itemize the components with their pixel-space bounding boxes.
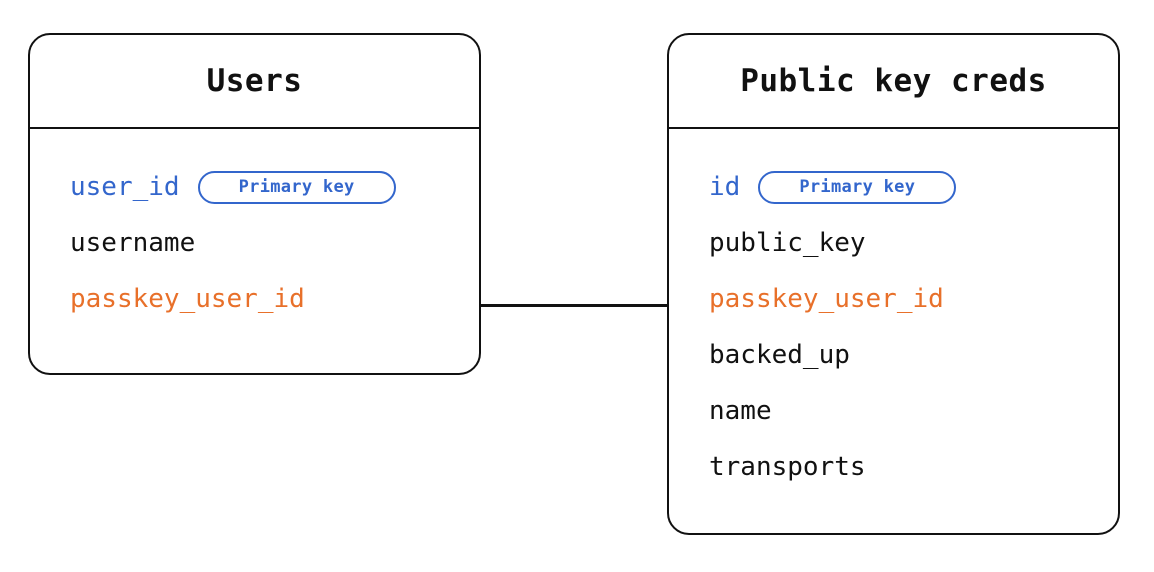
field-label-user-id: user_id (70, 172, 180, 202)
field-row-name[interactable]: name (669, 383, 1118, 439)
field-label-username: username (70, 228, 196, 258)
field-label-passkey-user-id: passkey_user_id (709, 284, 944, 314)
field-label-name: name (709, 396, 772, 426)
field-row-passkey-user-id[interactable]: passkey_user_id (669, 271, 1118, 327)
field-label-backed-up: backed_up (709, 340, 850, 370)
entity-table-public-key-creds[interactable]: Public key creds id Primary key public_k… (667, 33, 1120, 535)
field-row-public-key[interactable]: public_key (669, 215, 1118, 271)
primary-key-badge-label: Primary key (799, 176, 916, 197)
entity-header-users: Users (30, 35, 479, 129)
field-label-transports: transports (709, 452, 866, 482)
entity-header-public-key-creds: Public key creds (669, 35, 1118, 129)
primary-key-badge: Primary key (758, 170, 957, 204)
primary-key-badge-label: Primary key (238, 176, 355, 197)
field-row-id[interactable]: id Primary key (669, 159, 1118, 215)
field-label-id: id (709, 172, 741, 202)
entity-field-list-users: user_id Primary key username passkey_use… (30, 129, 479, 327)
entity-table-users[interactable]: Users user_id Primary key username passk… (28, 33, 481, 375)
field-label-passkey-user-id: passkey_user_id (70, 284, 305, 314)
field-row-user-id[interactable]: user_id Primary key (30, 159, 479, 215)
entity-title-public-key-creds: Public key creds (740, 62, 1047, 99)
field-row-backed-up[interactable]: backed_up (669, 327, 1118, 383)
field-label-public-key: public_key (709, 228, 866, 258)
relationship-connector-line (479, 304, 669, 307)
field-row-passkey-user-id[interactable]: passkey_user_id (30, 271, 479, 327)
field-row-username[interactable]: username (30, 215, 479, 271)
entity-title-users: Users (206, 62, 303, 99)
primary-key-badge: Primary key (197, 170, 396, 204)
field-row-transports[interactable]: transports (669, 439, 1118, 495)
entity-field-list-public-key-creds: id Primary key public_key passkey_user_i… (669, 129, 1118, 495)
